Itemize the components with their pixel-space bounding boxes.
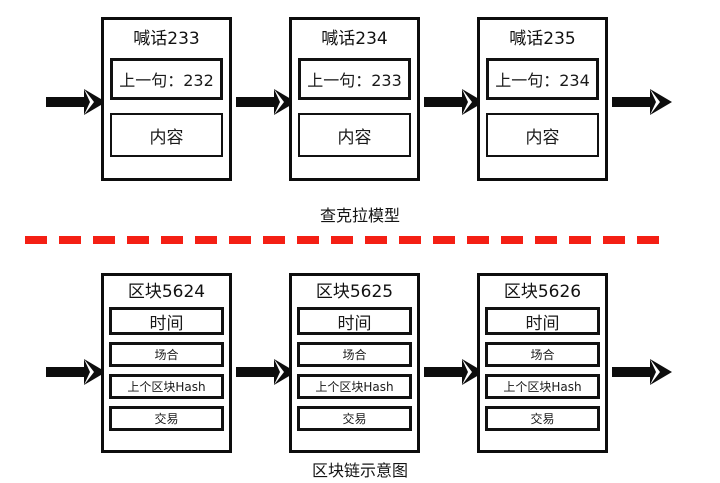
chain-row-occasion: 场合 — [485, 342, 600, 367]
chakra-block-title: 喊话233 — [133, 29, 200, 49]
arrow-top-out — [612, 85, 672, 119]
divider-dash — [229, 236, 251, 244]
chain-block-title: 区块5626 — [503, 282, 582, 302]
chain-row-time: 时间 — [109, 307, 224, 335]
divider-dash — [59, 236, 81, 244]
chain-row-transaction: 交易 — [109, 406, 224, 431]
divider-dash — [501, 236, 523, 244]
chakra-prev-row: 上一句：232 — [110, 58, 223, 100]
divider-dash — [535, 236, 557, 244]
chakra-block-1[interactable]: 喊话233 上一句：232 内容 — [101, 17, 232, 181]
arrow-bottom-out — [612, 355, 672, 389]
divider-dash — [195, 236, 217, 244]
blockchain-caption: 区块链示意图 — [311, 461, 408, 480]
divider-dash — [569, 236, 591, 244]
chain-block-3[interactable]: 区块5626 时间 场合 上个区块Hash 交易 — [477, 273, 608, 453]
divider-dash — [297, 236, 319, 244]
divider-dash — [399, 236, 421, 244]
chain-block-2[interactable]: 区块5625 时间 场合 上个区块Hash 交易 — [289, 273, 420, 453]
chain-row-prev-hash: 上个区块Hash — [485, 374, 600, 399]
chakra-content-row: 内容 — [110, 113, 223, 157]
divider-dash — [331, 236, 353, 244]
chain-row-time: 时间 — [297, 307, 412, 335]
divider-dash — [161, 236, 183, 244]
chain-block-1[interactable]: 区块5624 时间 场合 上个区块Hash 交易 — [101, 273, 232, 453]
arrow-top-2-3 — [424, 85, 484, 119]
arrow-bottom-2-3 — [424, 355, 484, 389]
chain-row-occasion: 场合 — [297, 342, 412, 367]
chain-row-occasion: 场合 — [109, 342, 224, 367]
arrow-top-1-2 — [236, 85, 296, 119]
arrow-top-in — [46, 85, 106, 119]
chakra-block-3[interactable]: 喊话235 上一句：234 内容 — [477, 17, 608, 181]
chakra-block-title: 喊话234 — [321, 29, 388, 49]
chakra-block-2[interactable]: 喊话234 上一句：233 内容 — [289, 17, 420, 181]
chain-row-time: 时间 — [485, 307, 600, 335]
divider-dash — [263, 236, 285, 244]
chakra-prev-row: 上一句：233 — [298, 58, 411, 100]
divider-dash — [25, 236, 47, 244]
chain-row-prev-hash: 上个区块Hash — [109, 374, 224, 399]
chain-block-title: 区块5625 — [315, 282, 394, 302]
arrow-bottom-1-2 — [236, 355, 296, 389]
chakra-prev-row: 上一句：234 — [486, 58, 599, 100]
chakra-content-row: 内容 — [298, 113, 411, 157]
divider-dash — [603, 236, 625, 244]
chakra-content-row: 内容 — [486, 113, 599, 157]
divider-dash — [127, 236, 149, 244]
chain-row-transaction: 交易 — [297, 406, 412, 431]
divider-dash — [637, 236, 659, 244]
section-divider — [25, 236, 662, 244]
divider-dash — [93, 236, 115, 244]
arrow-bottom-in — [46, 355, 106, 389]
divider-dash — [433, 236, 455, 244]
chakra-caption: 查克拉模型 — [319, 206, 400, 225]
chain-row-prev-hash: 上个区块Hash — [297, 374, 412, 399]
chakra-block-title: 喊话235 — [509, 29, 576, 49]
chain-block-title: 区块5624 — [127, 282, 206, 302]
chain-row-transaction: 交易 — [485, 406, 600, 431]
divider-dash — [467, 236, 489, 244]
divider-dash — [365, 236, 387, 244]
